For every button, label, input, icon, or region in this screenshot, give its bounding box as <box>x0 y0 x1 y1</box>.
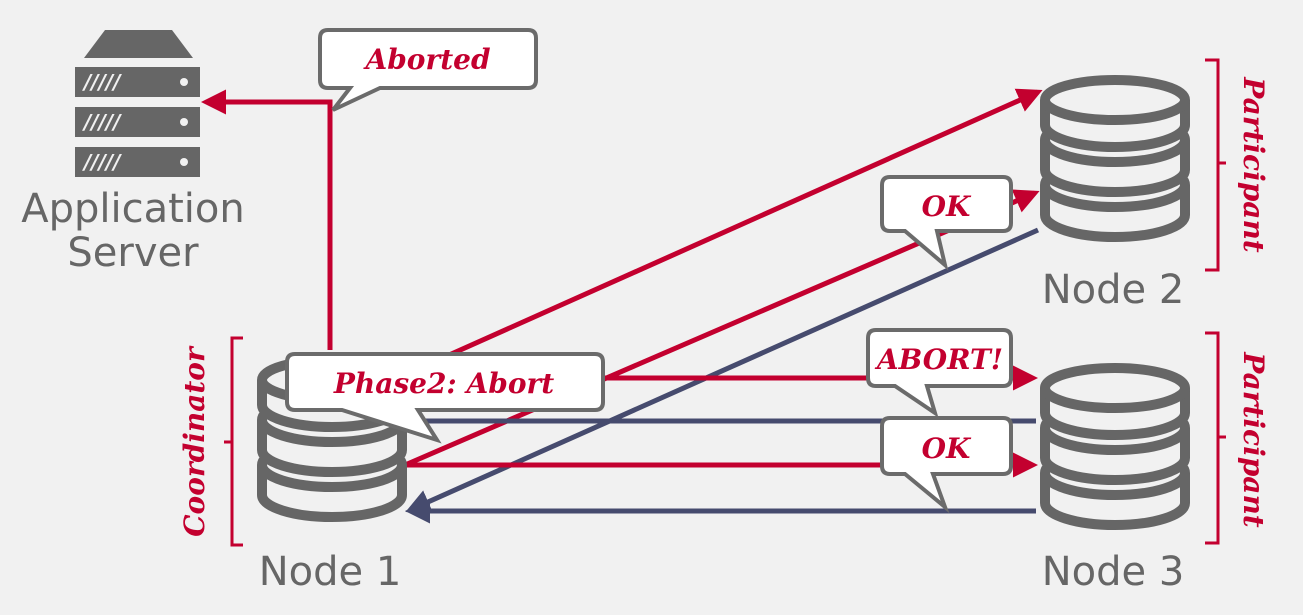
node2-database-icon <box>1040 75 1190 242</box>
aborted-bubble: Aborted <box>318 28 538 112</box>
node2-participant-label: Participant <box>1237 76 1270 253</box>
app-server-label-line2: Server <box>67 230 199 276</box>
phase2-text: Phase2: Abort <box>333 367 554 400</box>
app-server-label-line1: Application <box>21 186 245 232</box>
node3-participant-bracket <box>1205 331 1226 545</box>
server-rack-2: ///// <box>75 107 200 137</box>
ok-node3-text: OK <box>922 432 972 465</box>
edge-node1-to-node2-phase2 <box>418 88 1043 371</box>
ok-node2-text: OK <box>922 190 972 223</box>
ok-node3-bubble: OK <box>880 416 1013 514</box>
svg-text://///: ///// <box>82 70 122 94</box>
node1-label: Node 1 <box>259 549 402 595</box>
server-icon: ///// ///// ///// <box>75 30 200 177</box>
node2-participant-bracket <box>1205 58 1226 272</box>
server-rack-3: ///// <box>75 147 200 177</box>
svg-text://///: ///// <box>82 110 122 134</box>
server-rack-1: ///// <box>75 67 200 97</box>
node3-label: Node 3 <box>1042 549 1185 595</box>
ok-node2-bubble: OK <box>880 175 1013 271</box>
abort-node3-bubble: ABORT! <box>866 328 1013 418</box>
node2-label: Node 2 <box>1042 267 1185 313</box>
edge-node1-to-app-server <box>201 89 333 350</box>
svg-text://///: ///// <box>82 150 122 174</box>
phase2-bubble: Phase2: Abort <box>285 352 605 444</box>
node3-participant-label: Participant <box>1237 351 1270 528</box>
abort-node3-text: ABORT! <box>874 343 1003 376</box>
coordinator-bracket <box>224 336 243 547</box>
coordinator-label: Coordinator <box>178 345 211 537</box>
node3-database-icon <box>1040 363 1190 530</box>
aborted-text: Aborted <box>362 43 490 76</box>
